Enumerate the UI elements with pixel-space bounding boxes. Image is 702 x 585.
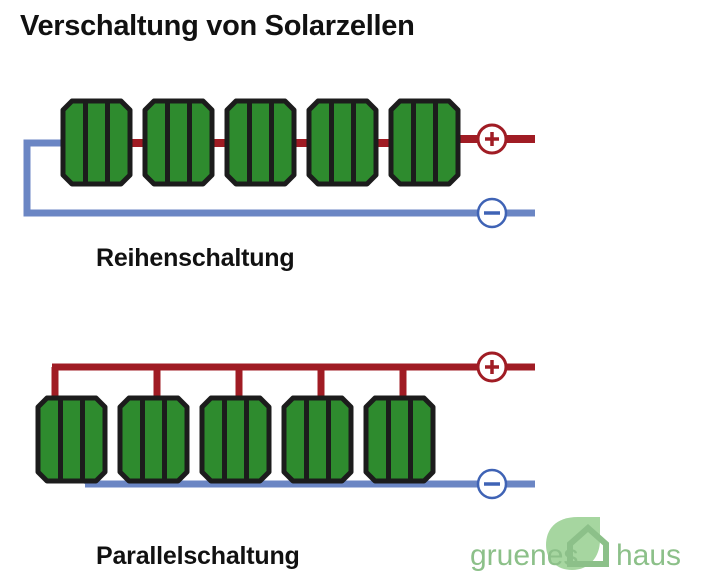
solar-cell xyxy=(202,398,269,481)
solar-cell xyxy=(391,101,458,184)
solar-cell xyxy=(309,101,376,184)
series-negative-wire xyxy=(23,139,478,217)
parallel-circuit-label: Parallelschaltung xyxy=(96,542,300,570)
solar-cell xyxy=(63,101,130,184)
solar-cell xyxy=(38,398,105,481)
parallel-negative-terminal xyxy=(476,468,508,500)
solar-cell xyxy=(366,398,433,481)
page-title: Verschaltung von Solarzellen xyxy=(20,10,415,42)
parallel-circuit-diagram xyxy=(38,351,535,500)
solar-cell xyxy=(227,101,294,184)
series-positive-terminal xyxy=(476,123,508,155)
house-icon xyxy=(567,523,609,567)
series-circuit-label: Reihenschaltung xyxy=(96,244,295,272)
series-circuit-diagram xyxy=(23,101,535,229)
solar-cell xyxy=(284,398,351,481)
series-negative-terminal xyxy=(476,197,508,229)
brand-logo[interactable]: gruenes haus xyxy=(470,517,681,572)
logo-word-left: gruenes xyxy=(470,539,578,572)
logo-word-right: haus xyxy=(616,539,681,572)
solar-cell xyxy=(145,101,212,184)
parallel-positive-terminal xyxy=(476,351,508,383)
solar-cell xyxy=(120,398,187,481)
